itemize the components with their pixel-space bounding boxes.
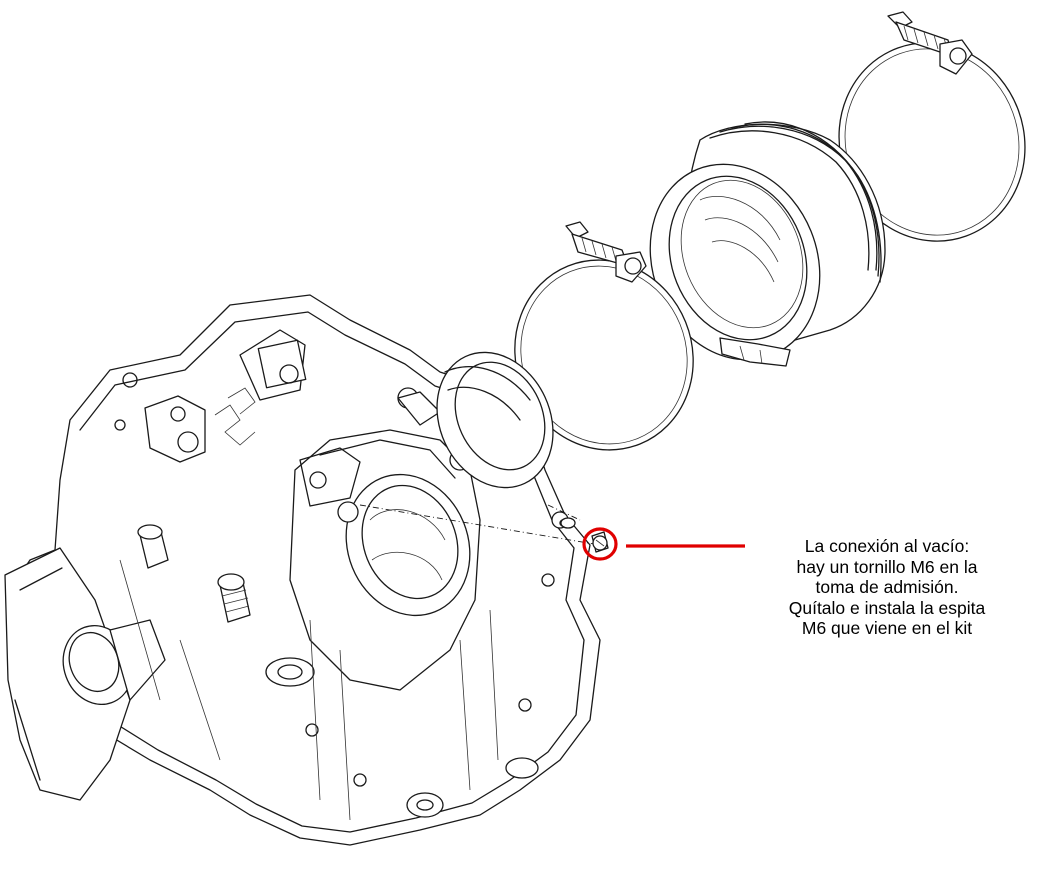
screw-highlight-circle [582,527,618,561]
note-line-5: M6 que viene en el kit [801,618,973,638]
note-line-1: La conexión al vacío: [804,536,970,556]
intake-boot [649,121,886,367]
note-line-4: Quítalo e instala la espita [788,597,986,618]
m6-screw [560,517,609,553]
note-line-2: hay un tornillo M6 en la [796,556,978,577]
screw-axis-line [547,504,581,521]
outer-hose-clamp [838,11,1026,242]
center-line [359,504,601,546]
note-line-3: toma de admisión. [815,577,959,597]
cylinder-head [4,294,601,846]
inner-hose-clamp [514,221,694,451]
vacuum-connection-note: La conexión al vacío: hay un tornillo M6… [752,536,1022,639]
